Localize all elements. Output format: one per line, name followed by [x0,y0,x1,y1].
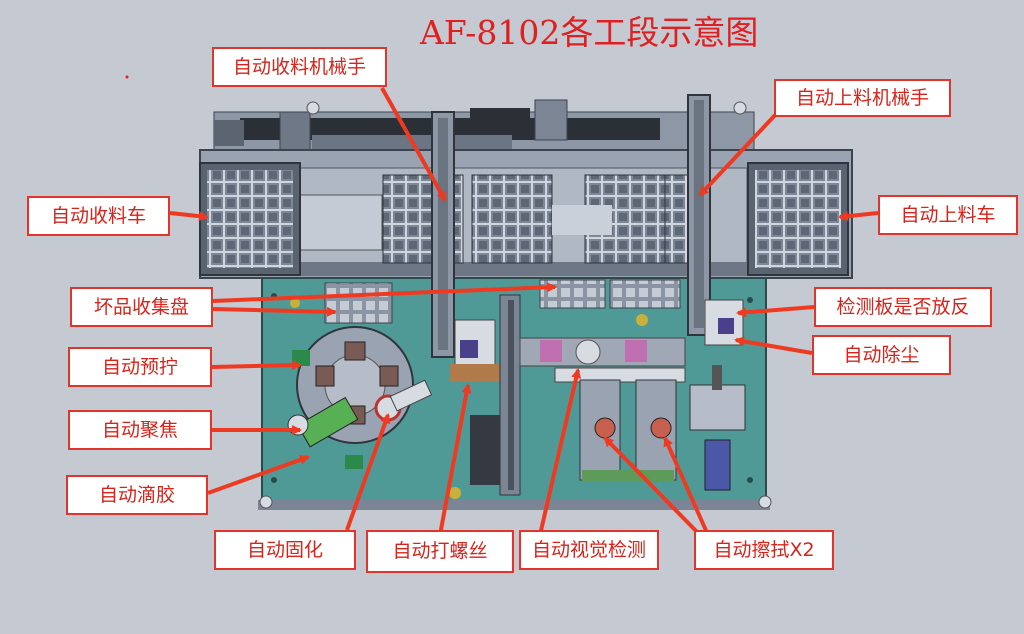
label-cure: 自动固化 [214,530,356,570]
label-board-check: 检测板是否放反 [814,287,992,327]
receive-cart [199,162,301,276]
arrow-cure [345,413,391,531]
arrow-vision [538,368,582,536]
label-glue: 自动滴胶 [66,475,208,515]
callout-arrows [169,87,879,537]
arrow-bad-tray-1 [212,282,557,303]
arrow-pre-tighten [211,360,302,371]
wipe-station [579,379,677,482]
receive-arm [431,111,500,382]
arrow-dust [734,336,813,355]
label-vision: 自动视觉检测 [519,530,659,570]
label-focus: 自动聚焦 [68,410,212,450]
label-pre-tighten: 自动预拧 [68,347,212,387]
arrow-feed-arm [698,110,780,197]
label-dust-removal: 自动除尘 [812,335,951,375]
arrow-screw [438,383,472,536]
label-feed-arm: 自动上料机械手 [774,79,951,117]
arrow-glue [207,455,310,495]
arrow-bad-tray-2 [212,306,337,317]
stray-dot [125,75,129,79]
label-wipe: 自动擦拭X2 [694,530,834,570]
label-receive-cart: 自动收料车 [27,196,170,236]
arrow-wipe-1 [603,436,702,537]
arrow-board-check [736,305,815,318]
label-bad-tray: 坏品收集盘 [70,287,213,327]
arrow-receive-cart [169,211,209,222]
label-receive-arm: 自动收料机械手 [212,47,387,87]
right-tools [290,298,746,499]
screw-rail [470,294,521,496]
vision-station [519,337,686,383]
label-screw: 自动打螺丝 [366,530,514,573]
arrow-wipe-2 [663,436,710,536]
feed-cart [747,162,849,276]
label-feed-cart: 自动上料车 [878,195,1018,235]
arrow-feed-cart [838,211,879,222]
diagram-title: AF-8102各工段示意图 [420,13,759,52]
arrow-receive-arm [380,87,447,202]
